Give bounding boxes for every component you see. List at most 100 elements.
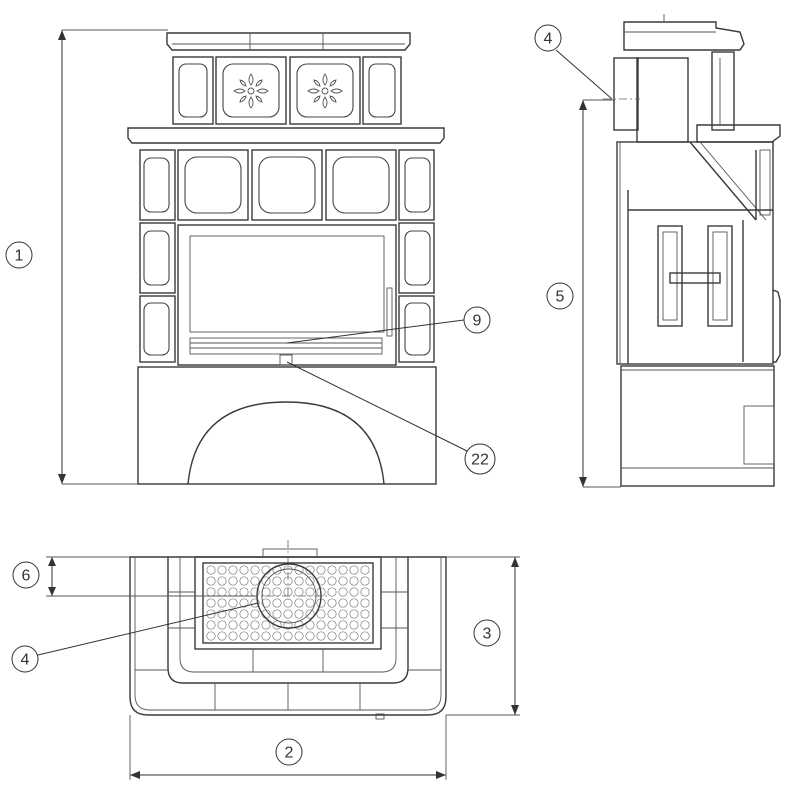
front-view xyxy=(127,32,445,485)
perforation-dot xyxy=(283,598,293,608)
callout-4-plan-label: 4 xyxy=(21,652,30,669)
perforation-dot xyxy=(338,620,348,630)
perforation-dot xyxy=(261,631,271,641)
callout-5-label: 5 xyxy=(556,289,565,306)
perforation-dot xyxy=(316,620,326,630)
perforation-dot xyxy=(349,598,359,608)
perforation-dot xyxy=(261,576,271,586)
perforation-dot xyxy=(305,576,315,586)
perforation-dot xyxy=(206,609,216,619)
callout-4-top-label: 4 xyxy=(544,31,553,48)
perforation-dot xyxy=(239,598,249,608)
perforation-dot xyxy=(283,576,293,586)
perforation-dot xyxy=(206,587,216,597)
perforation-dot xyxy=(239,565,249,575)
perforation-dot xyxy=(316,631,326,641)
perforation-dot xyxy=(349,609,359,619)
perforation-dot xyxy=(338,598,348,608)
perforation-dot xyxy=(217,631,227,641)
perforation-dot xyxy=(327,565,337,575)
perforation-dot xyxy=(217,609,227,619)
dimension-1 xyxy=(58,29,168,485)
perforation-dot xyxy=(228,631,238,641)
perforation-dot xyxy=(250,620,260,630)
perforation-dot xyxy=(206,631,216,641)
perforation-dot xyxy=(261,598,271,608)
dimension-5 xyxy=(579,99,621,488)
perforation-dot xyxy=(327,587,337,597)
perforation-dot xyxy=(272,587,282,597)
perforation-dot xyxy=(272,576,282,586)
perforation-dot xyxy=(338,576,348,586)
perforation-dot xyxy=(327,631,337,641)
perforation-dot xyxy=(239,620,249,630)
perforation-dot xyxy=(206,598,216,608)
perforation-dot xyxy=(338,587,348,597)
callout-3-label: 3 xyxy=(483,626,492,643)
perforation-dot xyxy=(349,631,359,641)
perforation-dot xyxy=(239,587,249,597)
perforation-dot xyxy=(360,609,370,619)
perforation-dot xyxy=(338,565,348,575)
perforation-dot xyxy=(360,620,370,630)
perforation-dot xyxy=(316,565,326,575)
perforation-dot xyxy=(294,631,304,641)
perforation-dot xyxy=(349,576,359,586)
dimension-2 xyxy=(129,715,447,780)
perforation-dot xyxy=(360,631,370,641)
perforation-dot xyxy=(228,587,238,597)
perforation-dot xyxy=(338,631,348,641)
perforation-dot xyxy=(305,587,315,597)
perforation-dot xyxy=(294,598,304,608)
perforation-dot xyxy=(217,576,227,586)
perforation-dot xyxy=(250,609,260,619)
perforation-dot xyxy=(327,620,337,630)
perforation-dot xyxy=(294,587,304,597)
callout-9: 9 xyxy=(463,306,491,334)
callout-22-label: 22 xyxy=(471,452,489,469)
callout-2-label: 2 xyxy=(285,745,294,762)
callout-5: 5 xyxy=(546,282,574,310)
perforation-dot xyxy=(239,631,249,641)
callout-1: 1 xyxy=(5,241,33,269)
perforation-dot xyxy=(305,598,315,608)
perforation-dot xyxy=(228,620,238,630)
perforation-dot xyxy=(250,576,260,586)
perforation-dot xyxy=(272,609,282,619)
perforation-dot xyxy=(239,576,249,586)
perforation-dot xyxy=(272,631,282,641)
perforation-dot xyxy=(217,620,227,630)
callout-4-top: 4 xyxy=(534,24,562,52)
perforation-dot xyxy=(327,598,337,608)
perforation-dot xyxy=(349,587,359,597)
perforation-dot xyxy=(283,565,293,575)
perforation-dot xyxy=(283,631,293,641)
perforation-dot xyxy=(283,620,293,630)
perforation-dot xyxy=(338,609,348,619)
callout-22: 22 xyxy=(464,443,496,475)
perforation-grid xyxy=(206,565,370,641)
perforation-dot xyxy=(239,609,249,619)
perforation-dot xyxy=(272,620,282,630)
callout-4-plan: 4 xyxy=(11,645,39,673)
perforation-dot xyxy=(360,565,370,575)
perforation-dot xyxy=(360,576,370,586)
perforation-dot xyxy=(250,565,260,575)
side-view xyxy=(603,14,781,487)
perforation-dot xyxy=(250,631,260,641)
perforation-dot xyxy=(327,576,337,586)
perforation-dot xyxy=(272,598,282,608)
callout-3: 3 xyxy=(473,619,501,647)
perforation-dot xyxy=(305,631,315,641)
perforation-dot xyxy=(349,565,359,575)
perforation-dot xyxy=(327,609,337,619)
callout-6-label: 6 xyxy=(22,568,31,585)
perforation-dot xyxy=(294,576,304,586)
perforation-dot xyxy=(360,598,370,608)
perforation-dot xyxy=(217,598,227,608)
perforation-dot xyxy=(228,598,238,608)
perforation-dot xyxy=(206,576,216,586)
plan-view xyxy=(129,540,447,720)
dimension-6 xyxy=(46,556,258,597)
